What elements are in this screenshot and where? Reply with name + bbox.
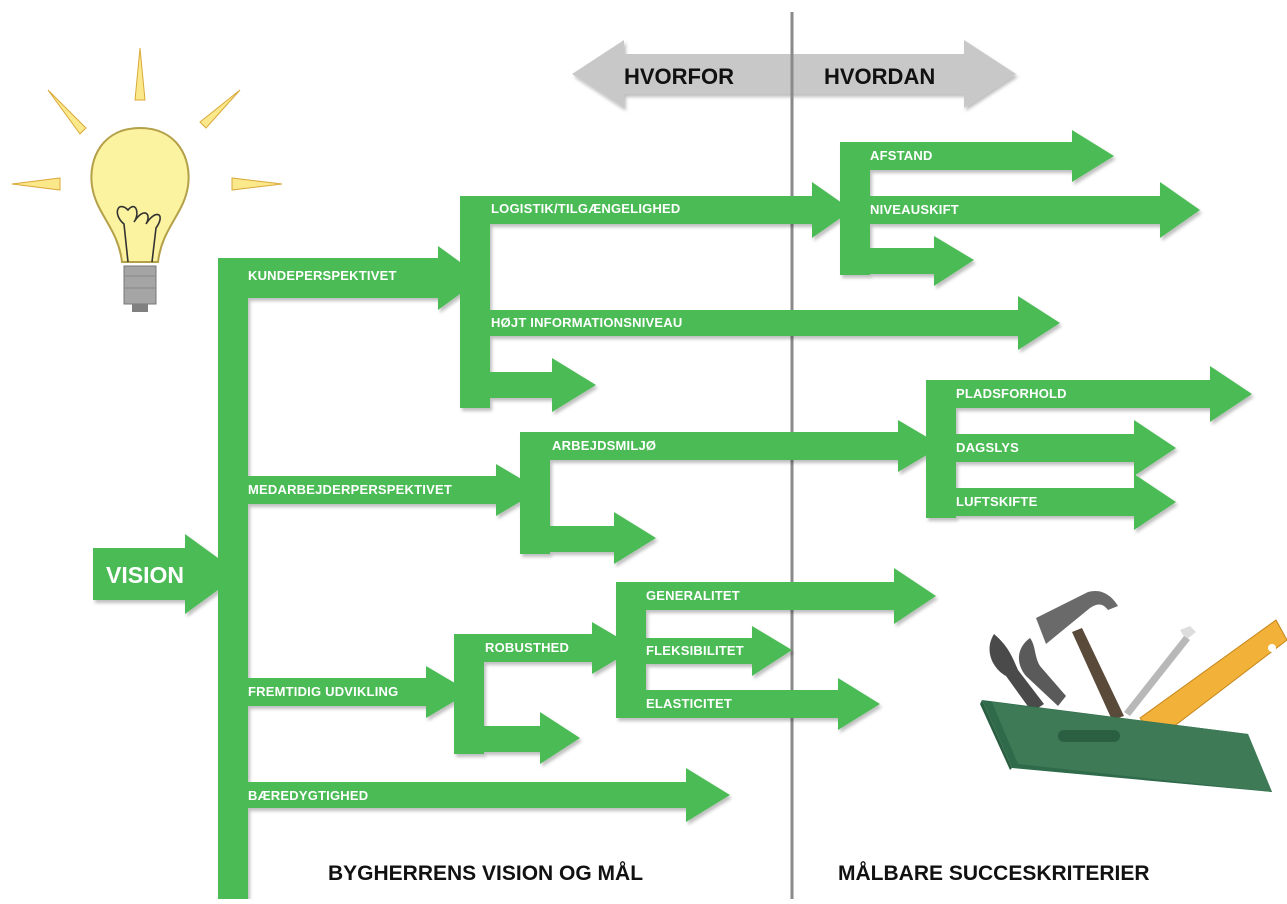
label-luftskifte: LUFTSKIFTE <box>956 494 1038 509</box>
arrow-kunde-empty <box>460 358 596 412</box>
toolbox-icon <box>980 590 1287 792</box>
label-pladsforhold: PLADSFORHOLD <box>956 386 1067 401</box>
arrow-informationsniveau <box>490 296 1060 350</box>
header-right-label: HVORDAN <box>824 64 936 89</box>
label-robusthed: ROBUSTHED <box>485 640 570 655</box>
arrow-niveauskift <box>840 182 1200 238</box>
arrow-luftskifte <box>926 474 1176 530</box>
label-medarbejder: MEDARBEJDERPERSPEKTIVET <box>248 482 452 497</box>
lightbulb-icon <box>11 47 283 312</box>
header-left-label: HVORFOR <box>624 64 734 89</box>
label-dagslys: DAGSLYS <box>956 440 1020 455</box>
arrow-elasticitet <box>616 678 880 730</box>
label-logistik: LOGISTIK/TILGÆNGELIGHED <box>491 201 681 216</box>
vision-label: VISION <box>106 562 184 588</box>
label-informationsniveau: HØJT INFORMATIONSNIVEAU <box>491 315 683 330</box>
arrow-kundeperspektivet <box>218 246 482 310</box>
arrow-baeredygtighed <box>218 768 730 822</box>
arrow-logistik <box>460 182 852 238</box>
vision-arrow <box>93 534 240 614</box>
arrow-dagslys <box>926 420 1176 476</box>
footer-left-title: BYGHERRENS VISION OG MÅL <box>328 862 644 885</box>
label-kundeperspektivet: KUNDEPERSPEKTIVET <box>248 268 397 283</box>
header-double-arrow <box>572 40 1016 108</box>
arrow-medarbejder <box>218 464 540 516</box>
label-fremtidig: FREMTIDIG UDVIKLING <box>248 684 399 699</box>
label-arbejdsmiljo: ARBEJDSMILJØ <box>552 438 657 453</box>
arrow-fremtidig-empty <box>454 712 580 764</box>
arrow-generalitet <box>616 568 936 624</box>
arrow-pladsforhold <box>926 366 1252 422</box>
arrow-arbejdsmiljo <box>520 420 942 472</box>
arrow-logistik-empty <box>840 236 974 286</box>
arrow-medarbejder-empty <box>520 512 656 564</box>
label-niveauskift: NIVEAUSKIFT <box>870 202 959 217</box>
arrow-robusthed <box>454 622 636 674</box>
label-baeredygtighed: BÆREDYGTIGHED <box>248 788 369 803</box>
arrow-fremtidig <box>218 666 470 718</box>
arrow-fleksibilitet <box>616 626 792 676</box>
arrow-afstand <box>840 130 1114 182</box>
green-arrow-tree <box>93 130 1252 899</box>
label-elasticitet: ELASTICITET <box>646 696 732 711</box>
label-fleksibilitet: FLEKSIBILITET <box>646 643 744 658</box>
label-generalitet: GENERALITET <box>646 588 740 603</box>
label-afstand: AFSTAND <box>870 148 933 163</box>
footer-right-title: MÅLBARE SUCCESKRITERIER <box>838 862 1150 885</box>
